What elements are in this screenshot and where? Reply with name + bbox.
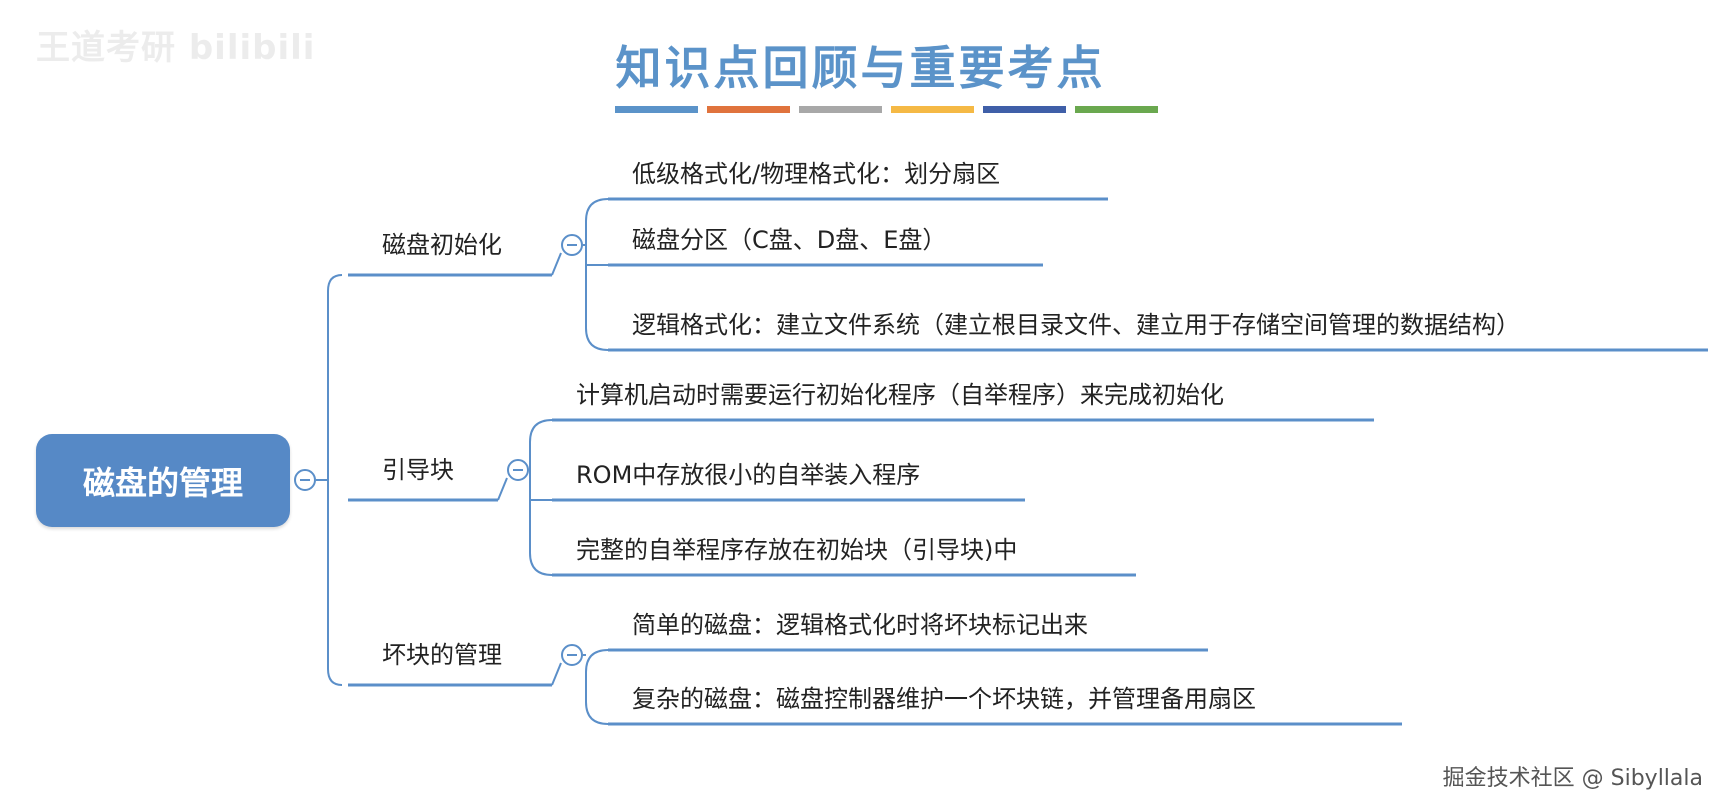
trunk-2 bbox=[529, 419, 553, 576]
branch-label-2[interactable]: 引导块 bbox=[382, 456, 454, 484]
leaf-label-1-3[interactable]: 逻辑格式化：建立文件系统（建立根目录文件、建立用于存储空间管理的数据结构） bbox=[632, 311, 1520, 339]
leaf-label-3-1[interactable]: 简单的磁盘：逻辑格式化时将坏块标记出来 bbox=[632, 611, 1088, 639]
title-stripe-6 bbox=[1075, 106, 1158, 113]
root-node-label: 磁盘的管理 bbox=[82, 463, 243, 502]
title-underline-stripes bbox=[615, 106, 1158, 113]
slide-title: 知识点回顾与重要考点 bbox=[615, 41, 1106, 95]
root-node[interactable]: 磁盘的管理 bbox=[36, 434, 290, 527]
trunk-3 bbox=[585, 649, 609, 725]
branch-collapse-icon-3[interactable] bbox=[561, 644, 583, 666]
branch-to-collapse-1 bbox=[551, 252, 562, 276]
branch-collapse-icon-1[interactable] bbox=[561, 234, 583, 256]
root-collapse-icon[interactable] bbox=[294, 469, 316, 491]
branch-collapse-icon-2[interactable] bbox=[507, 459, 529, 481]
leaf-label-2-2[interactable]: ROM中存放很小的自举装入程序 bbox=[576, 461, 921, 489]
leaf-label-3-2[interactable]: 复杂的磁盘：磁盘控制器维护一个坏块链，并管理备用扇区 bbox=[632, 685, 1256, 713]
trunk-1 bbox=[585, 198, 609, 351]
branch-to-collapse-2 bbox=[497, 477, 508, 501]
leaf-label-1-1[interactable]: 低级格式化/物理格式化：划分扇区 bbox=[632, 160, 1001, 188]
branch-label-3[interactable]: 坏块的管理 bbox=[382, 641, 502, 669]
leaf-label-2-3[interactable]: 完整的自举程序存放在初始块（引导块)中 bbox=[576, 536, 1018, 564]
watermark: 王道考研 bilibili bbox=[36, 28, 316, 68]
spine-connector bbox=[327, 274, 343, 686]
leaf-label-2-1[interactable]: 计算机启动时需要运行初始化程序（自举程序）来完成初始化 bbox=[576, 381, 1224, 409]
branch-to-collapse-3 bbox=[551, 662, 562, 686]
leaf-label-1-2[interactable]: 磁盘分区（C盘、D盘、E盘） bbox=[632, 226, 947, 254]
branch-label-1[interactable]: 磁盘初始化 bbox=[382, 231, 502, 259]
title-stripe-2 bbox=[707, 106, 790, 113]
title-stripe-1 bbox=[615, 106, 698, 113]
title-stripe-4 bbox=[891, 106, 974, 113]
credit-watermark: 掘金技术社区 @ Sibyllala bbox=[1442, 766, 1703, 791]
title-stripe-3 bbox=[799, 106, 882, 113]
title-stripe-5 bbox=[983, 106, 1066, 113]
